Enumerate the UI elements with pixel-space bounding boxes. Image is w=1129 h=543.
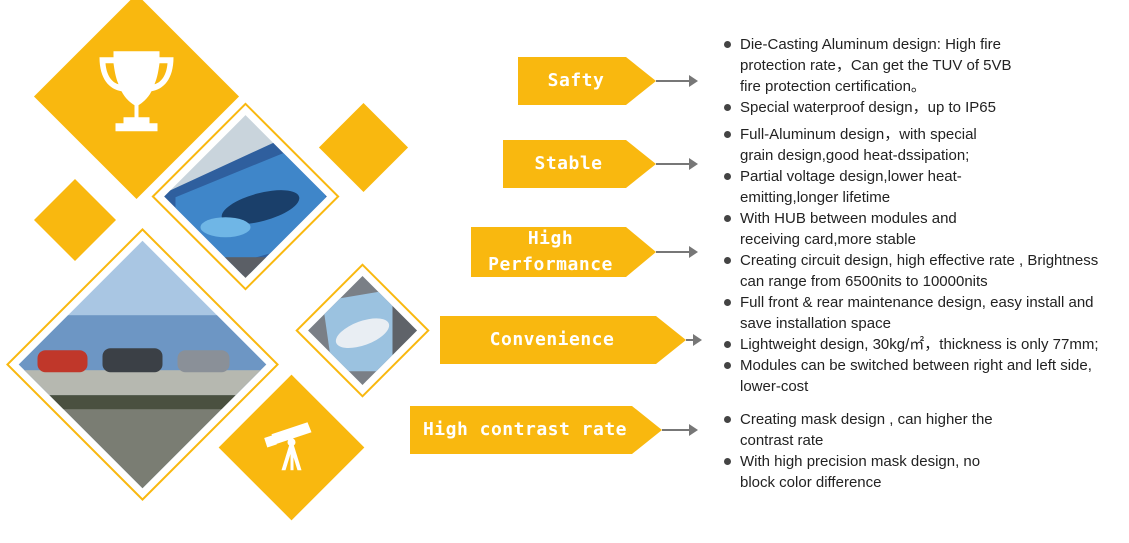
list-item: Creating mask design , can higher the co… bbox=[724, 409, 1009, 451]
arrow-high-performance bbox=[656, 246, 698, 258]
list-item: Lightweight design, 30kg/㎡，thickness is … bbox=[724, 334, 1124, 355]
arrow-convenience bbox=[686, 334, 702, 346]
list-item: Special waterproof design，up to IP65 bbox=[724, 97, 1014, 118]
feature-label-convenience: Convenience bbox=[440, 316, 686, 364]
arrow-safty bbox=[656, 75, 698, 87]
arrow-high-contrast-rate bbox=[662, 424, 698, 436]
feature-label-high-performance: High Performance bbox=[471, 227, 656, 277]
feature-label-high-contrast-rate: High contrast rate bbox=[410, 406, 662, 454]
list-item: Creating circuit design, high effective … bbox=[724, 250, 1099, 292]
list-item: With HUB between modules and receiving c… bbox=[724, 208, 989, 250]
list-item: With high precision mask design, no bloc… bbox=[724, 451, 1009, 493]
bullets-convenience: Full front & rear maintenance design, ea… bbox=[724, 292, 1124, 397]
bullets-safty: Die-Casting Aluminum design: High fire p… bbox=[724, 34, 1014, 118]
diamond-trophy bbox=[33, 0, 240, 200]
feature-label-safty: Safty bbox=[518, 57, 656, 105]
bullets-high-performance: Creating circuit design, high effective … bbox=[724, 250, 1099, 292]
photo-diamond-fish-screen bbox=[295, 263, 430, 398]
diamond-small-left bbox=[33, 178, 117, 262]
arrow-stable bbox=[656, 158, 698, 170]
list-item: Modules can be switched between right an… bbox=[724, 355, 1124, 397]
telescope-icon bbox=[262, 416, 322, 480]
list-item: Full-Aluminum design，with special grain … bbox=[724, 124, 989, 166]
bullets-high-contrast-rate: Creating mask design , can higher the co… bbox=[724, 409, 1009, 493]
trophy-icon bbox=[92, 45, 182, 149]
diamond-telescope bbox=[218, 374, 365, 521]
list-item: Die-Casting Aluminum design: High fire p… bbox=[724, 34, 1014, 97]
list-item: Full front & rear maintenance design, ea… bbox=[724, 292, 1124, 334]
feature-label-stable: Stable bbox=[503, 140, 656, 188]
bullets-stable: Full-Aluminum design，with special grain … bbox=[724, 124, 989, 250]
list-item: Partial voltage design,lower heat-emitti… bbox=[724, 166, 989, 208]
diamond-small-right bbox=[318, 102, 409, 193]
fish-screen-photo bbox=[308, 276, 417, 385]
